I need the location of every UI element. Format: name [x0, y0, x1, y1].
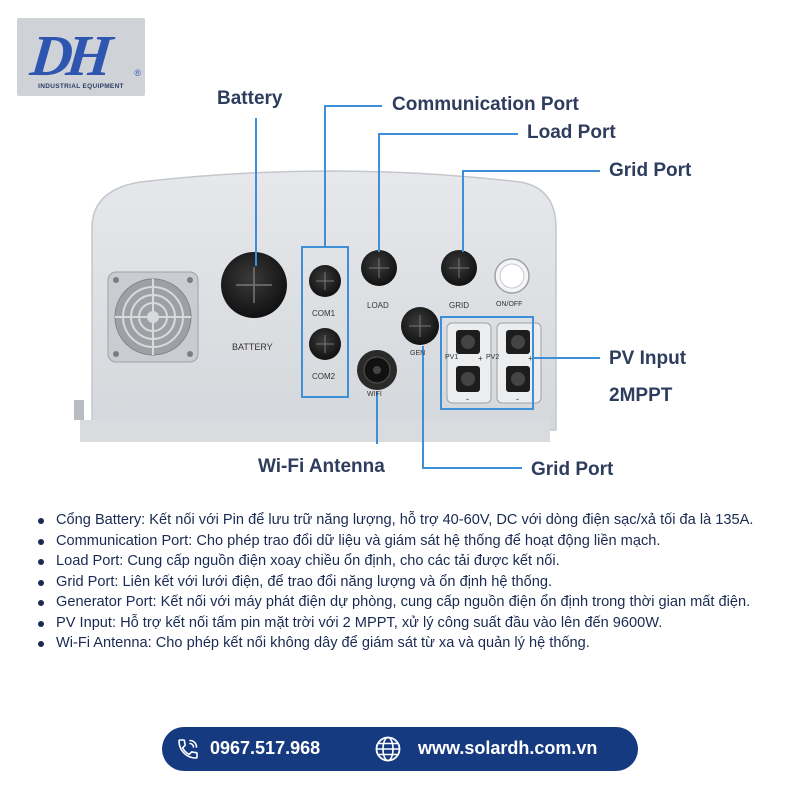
- callout-communication-port: Communication Port: [392, 94, 579, 115]
- leader-lines: [255, 105, 600, 469]
- label-com1: COM1: [312, 309, 336, 318]
- list-item: Load Port: Cung cấp nguồn điện xoay chiề…: [38, 551, 778, 572]
- leader-grid-top: [462, 170, 600, 252]
- pv-highlight-box: [440, 316, 534, 410]
- pv-connectors: [446, 322, 542, 404]
- inverter-base: [80, 420, 550, 442]
- label-gen: GEN: [410, 350, 426, 357]
- label-battery: BATTERY: [232, 342, 273, 352]
- logo-registered: ®: [134, 68, 141, 78]
- callout-grid-port-bottom: Grid Port: [531, 459, 614, 480]
- inverter-diagram: [74, 105, 600, 469]
- contact-website[interactable]: www.solardh.com.vn: [418, 738, 598, 758]
- list-item: Cổng Battery: Kết nối với Pin để lưu trữ…: [38, 510, 778, 531]
- contact-bar: 0967.517.968 www.solardh.com.vn: [162, 727, 638, 771]
- label-com2: COM2: [312, 372, 336, 381]
- label-pv2: PV2: [486, 354, 500, 361]
- list-item: PV Input: Hỗ trợ kết nối tấm pin mặt trờ…: [38, 613, 778, 634]
- label-pv2-minus: -: [516, 394, 519, 404]
- brand-logo: DH ® INDUSTRIAL EQUIPMENT: [17, 18, 145, 96]
- gen-port: [401, 307, 439, 345]
- leader-communication: [324, 105, 382, 247]
- port-description-list: Cổng Battery: Kết nối với Pin để lưu trữ…: [38, 510, 778, 654]
- callout-grid-port-top: Grid Port: [609, 160, 692, 181]
- list-item: Communication Port: Cho phép trao đổi dữ…: [38, 531, 778, 552]
- callout-battery: Battery: [217, 88, 283, 109]
- battery-port: [221, 252, 287, 318]
- label-pv1-minus: -: [466, 394, 469, 404]
- list-item: Grid Port: Liên kết với lưới điện, để tr…: [38, 572, 778, 593]
- com2-port: [309, 328, 341, 360]
- load-port: [361, 250, 397, 286]
- contact-phone[interactable]: 0967.517.968: [210, 738, 321, 758]
- logo-tagline: INDUSTRIAL EQUIPMENT: [38, 83, 124, 90]
- callout-pv-input: PV Input: [609, 348, 687, 369]
- phone-icon: [178, 739, 198, 759]
- grid-port: [441, 250, 477, 286]
- label-pv2-plus: +: [528, 354, 533, 363]
- bracket-left: [74, 400, 84, 420]
- list-item: Generator Port: Kết nối với máy phát điệ…: [38, 592, 778, 613]
- label-onoff: ON/OFF: [496, 301, 523, 308]
- callout-pv-mppt: 2MPPT: [609, 385, 673, 406]
- onoff-switch: [494, 258, 530, 294]
- label-load: LOAD: [367, 301, 389, 310]
- cooling-fan: [107, 271, 199, 363]
- label-pv1: PV1: [445, 354, 459, 361]
- leader-grid-bottom: [422, 346, 522, 469]
- leader-load: [378, 133, 518, 252]
- globe-icon: [375, 736, 401, 762]
- label-grid: GRID: [449, 301, 469, 310]
- list-item: Wi-Fi Antenna: Cho phép kết nối không dâ…: [38, 633, 778, 654]
- com1-port: [309, 265, 341, 297]
- label-pv1-plus: +: [478, 354, 483, 363]
- callout-wifi-antenna: Wi-Fi Antenna: [258, 456, 385, 477]
- label-wifi: WIFI: [367, 391, 382, 398]
- callout-load-port: Load Port: [527, 122, 616, 143]
- wifi-connector: [357, 350, 397, 390]
